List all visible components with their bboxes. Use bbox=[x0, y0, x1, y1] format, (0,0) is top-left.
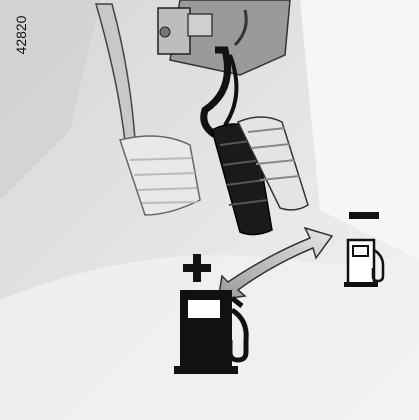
reference-code: 42820 bbox=[12, 0, 30, 70]
minus-symbol bbox=[349, 212, 379, 219]
